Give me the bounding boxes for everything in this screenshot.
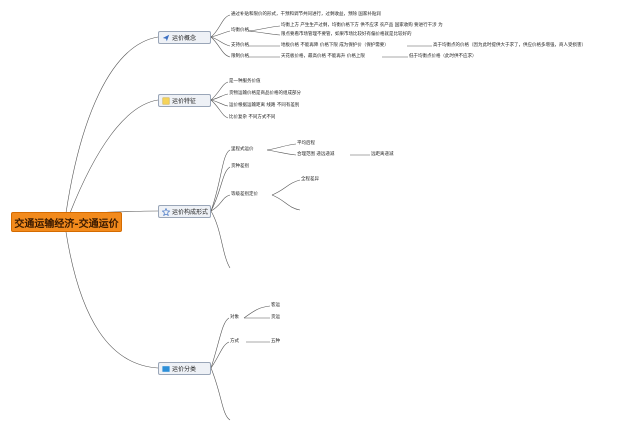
topic-price-concept[interactable]: 运价概念 <box>158 31 211 44</box>
node-text[interactable]: 里程式运价 <box>231 147 254 152</box>
link-topic0-item2 <box>210 36 231 47</box>
topic-label: 运价分类 <box>172 366 197 373</box>
link-topic0-item3 <box>210 36 231 58</box>
link-topic0-item0 <box>210 14 231 38</box>
node-text[interactable]: 运价根据运输距离 线路 不同有差别 <box>229 103 300 108</box>
link-topic2-item0 <box>210 149 231 212</box>
topic-label: 运价构成形式 <box>172 209 209 216</box>
topic-price-classification[interactable]: 运价分类 <box>158 362 211 375</box>
folder-icon <box>162 365 170 373</box>
node-text[interactable]: 限点要看市场管理不要管，如果市场比较好有偏价格就是比较好的 <box>281 32 412 37</box>
link-root-topic-3 <box>65 231 159 369</box>
link-root-topic-1 <box>69 99 159 214</box>
central-topic[interactable]: 交通运输经济-交通运价 <box>11 212 122 232</box>
node-text[interactable]: 比价复杂 不同方式不同 <box>229 115 276 120</box>
link-t2i0-sub0 <box>266 143 297 151</box>
topic-label: 运价概念 <box>172 35 197 42</box>
node-text[interactable]: 远距离递减 <box>371 152 394 157</box>
link-t2i2-sub0 <box>271 179 301 196</box>
link-topic2-item2 <box>210 194 231 212</box>
link-root-topic-0 <box>65 36 159 214</box>
node-text[interactable]: 是一种服务价值 <box>229 79 261 84</box>
topic-price-features[interactable]: 运价特征 <box>158 94 211 107</box>
link-topic2-extra0 <box>210 210 231 269</box>
node-text[interactable]: 五种 <box>271 339 280 344</box>
link-topic3-item1 <box>210 341 230 369</box>
node-text[interactable]: 货种差别 <box>231 164 249 169</box>
node-text[interactable]: 客运 <box>271 303 280 308</box>
node-text[interactable]: 均衡价格 <box>231 28 249 33</box>
node-text[interactable]: 货物运输价格是商品价格的组成部分 <box>229 91 301 96</box>
link-topic1-item0 <box>210 81 229 101</box>
node-text[interactable]: 支持价格 <box>231 43 249 48</box>
link-topic2-item1 <box>210 166 231 212</box>
node-text[interactable]: 全程差异 <box>301 177 319 182</box>
node-text[interactable]: 均衡上方 产生生产过剩，均衡价格下方 供不应求 农产品 国家收购 要进行干涉 为 <box>281 23 443 28</box>
link-topic3-item0 <box>210 317 230 369</box>
pencil-icon <box>162 97 170 105</box>
link-topic1-item1 <box>210 93 229 101</box>
node-text[interactable]: 高于均衡点的价格（因为此时提供大于求了，供应价格多增强，商人受损害） <box>433 43 586 48</box>
node-text[interactable]: 低于均衡点价格（此时供不应求） <box>409 54 477 59</box>
topic-price-composition[interactable]: 运价构成形式 <box>158 205 211 218</box>
link-t3i0-sub0 <box>243 305 271 319</box>
node-text[interactable]: 限制价格 <box>231 54 249 59</box>
node-text[interactable]: 货运 <box>271 315 280 320</box>
node-text[interactable]: 方式 <box>230 339 239 344</box>
link-t2i0-sub1 <box>266 149 297 156</box>
node-text[interactable]: 对象 <box>230 315 239 320</box>
link-t0i1-sub1 <box>247 30 281 36</box>
link-topic0-item1 <box>210 30 231 38</box>
node-text[interactable]: 等级差别定价 <box>231 192 258 197</box>
link-t0i1-sub0 <box>247 25 281 32</box>
paper-plane-icon <box>162 34 170 42</box>
link-t2i2-extra0 <box>271 194 301 211</box>
link-topic1-item2 <box>210 99 229 107</box>
topic-label: 运价特征 <box>172 98 197 105</box>
node-text[interactable]: 合理范围 递远递减 <box>297 152 335 157</box>
node-text[interactable]: 地板价格 不能再降 价格下限 成为保护价（保护需要） <box>281 43 389 48</box>
star-icon <box>162 207 170 216</box>
node-text[interactable]: 平均后程 <box>297 141 315 146</box>
link-topic3-extra0 <box>210 367 231 421</box>
link-topic1-item3 <box>210 99 229 119</box>
node-text[interactable]: 天花板价格，最高价格 不能再升 价格上限 <box>281 54 365 59</box>
node-text[interactable]: 通过补贴和限价的形式，干预和调节共同进行，过剩收益，预除 国家补贴润 <box>231 12 381 17</box>
